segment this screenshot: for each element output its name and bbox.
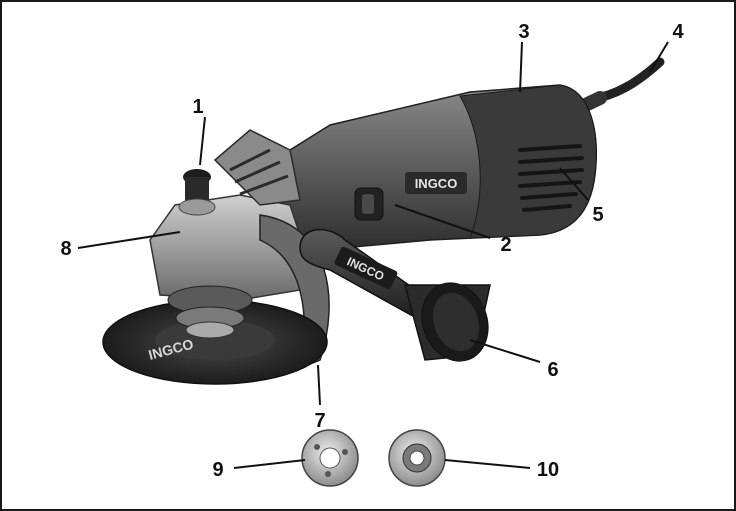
leader-lines: [77, 41, 669, 469]
callout-2: 2: [500, 234, 511, 256]
leader-line-8: [77, 231, 181, 249]
leader-line-4: [649, 41, 669, 73]
leader-line-9: [233, 459, 306, 469]
brand-badge-body: [405, 172, 467, 194]
outer-flange-nut-9: [301, 429, 359, 487]
callout-4: 4: [672, 21, 684, 43]
brand-wordmark-body: INGCO: [415, 176, 458, 191]
callout-5: 5: [592, 204, 603, 226]
callout-8: 8: [60, 238, 71, 260]
callout-6: 6: [547, 359, 558, 381]
leader-line-3: [519, 41, 523, 93]
leader-line-2: [394, 204, 491, 239]
leader-line-1: [199, 116, 206, 166]
callout-9: 9: [212, 459, 223, 481]
callout-7: 7: [314, 410, 325, 432]
callout-3: 3: [518, 21, 529, 43]
brand-badge-handle: [334, 246, 398, 290]
ventilation-slots: [518, 144, 584, 212]
callout-1: 1: [192, 96, 203, 118]
leader-line-5: [559, 167, 589, 201]
inner-flange-10: [388, 429, 446, 487]
leader-line-7: [317, 364, 321, 406]
leader-line-6: [469, 339, 541, 363]
gear-head-vent-frame: [213, 129, 301, 206]
callout-10: 10: [537, 459, 559, 481]
leader-line-10: [444, 459, 531, 469]
